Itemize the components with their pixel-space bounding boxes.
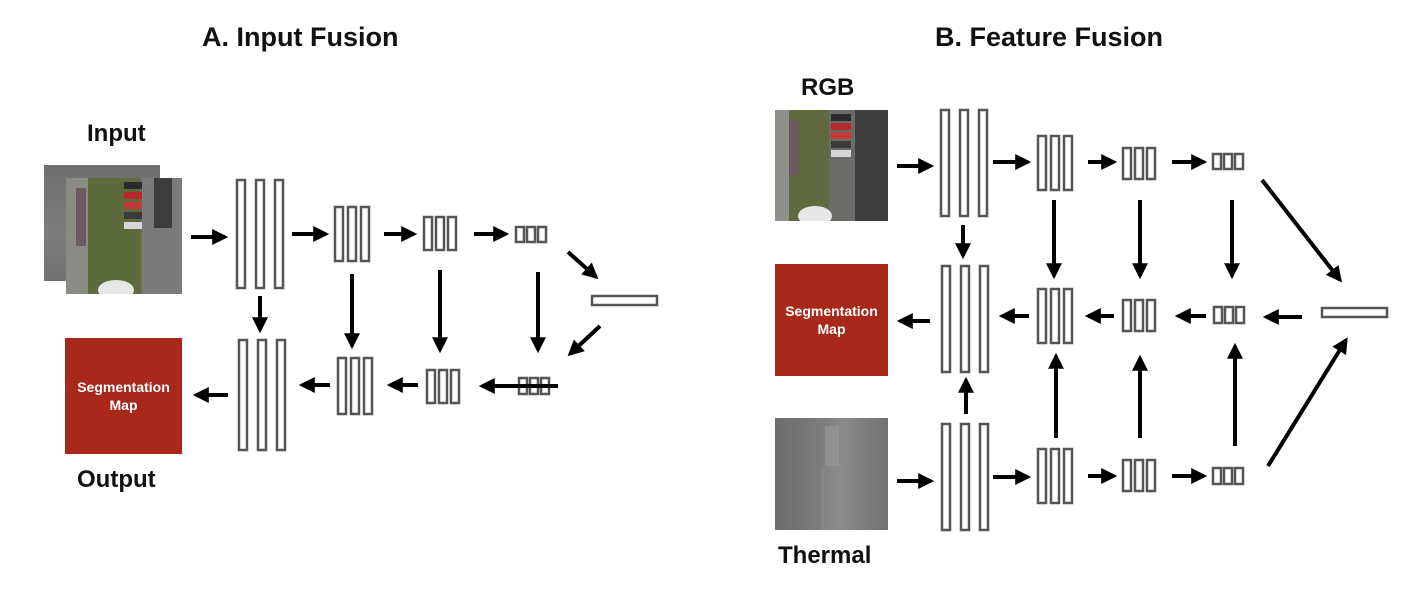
feature-block-b-rgb-1 <box>939 108 989 218</box>
feature-bar <box>425 368 437 405</box>
feature-bar <box>978 264 990 374</box>
input-label: Input <box>87 120 146 147</box>
feature-block-b-th-2 <box>1036 447 1074 505</box>
feature-block-b-rgb-4 <box>1211 152 1245 171</box>
thermal-picture <box>821 426 843 530</box>
feature-bar <box>1211 466 1223 486</box>
feature-block-b-th-1 <box>940 422 990 532</box>
feature-block-b-rgb-3 <box>1121 146 1157 181</box>
rgb-label: RGB <box>801 74 855 101</box>
feature-bar <box>333 205 345 263</box>
feature-block-a-enc-4 <box>514 225 548 244</box>
feature-bar <box>1234 305 1246 325</box>
feature-bar <box>359 205 371 263</box>
feature-bar <box>275 338 287 452</box>
feature-block-b-dec-2 <box>1036 287 1074 345</box>
feature-bar <box>273 178 285 290</box>
feature-bar <box>1222 466 1234 486</box>
feature-block-b-th-4 <box>1211 466 1245 486</box>
feature-bar <box>1233 152 1245 171</box>
input-rgb-image <box>66 178 182 294</box>
feature-bar <box>437 368 449 405</box>
panel-b-title: B. Feature Fusion <box>935 22 1164 52</box>
feature-block-b-dec-1 <box>940 264 990 374</box>
feature-bar <box>256 338 268 452</box>
feature-bar <box>525 225 537 244</box>
feature-bar <box>1133 458 1145 493</box>
feature-bar <box>237 338 249 452</box>
feature-bar <box>514 225 526 244</box>
feature-bar <box>940 264 952 374</box>
feature-bar <box>235 178 247 290</box>
feature-bar <box>434 215 446 252</box>
flow-arrow <box>566 250 599 280</box>
feature-bar <box>1049 134 1061 192</box>
panel-a-title: A. Input Fusion <box>202 22 399 52</box>
feature-bar <box>336 356 348 416</box>
feature-bar <box>536 225 548 244</box>
feature-bar <box>1145 458 1157 493</box>
aerial-rgb-picture-b <box>775 110 888 221</box>
feature-bar <box>1222 152 1234 171</box>
segmentation-map-b-label: Segmentation Map <box>785 303 878 337</box>
feature-bar <box>1049 447 1061 505</box>
bottleneck-a-bottleneck <box>590 294 659 307</box>
segmentation-map-b: Segmentation Map <box>775 264 888 376</box>
feature-bar <box>1145 146 1157 181</box>
feature-block-b-dec-4 <box>1212 305 1246 325</box>
feature-bar <box>1133 146 1145 181</box>
feature-bar <box>346 205 358 263</box>
feature-bar <box>1036 287 1048 345</box>
feature-bar <box>446 215 458 252</box>
feature-bar <box>1121 298 1133 333</box>
feature-bar <box>449 368 461 405</box>
feature-bar <box>254 178 266 290</box>
segmentation-map-a: Segmentation Map <box>65 338 182 454</box>
feature-bar <box>977 108 989 218</box>
thermal-label: Thermal <box>778 542 872 569</box>
feature-block-a-enc-3 <box>422 215 458 252</box>
feature-bar <box>959 264 971 374</box>
feature-bar <box>1145 298 1157 333</box>
feature-block-b-dec-3 <box>1121 298 1157 333</box>
feature-bar <box>1036 134 1048 192</box>
feature-bar <box>1062 134 1074 192</box>
feature-bar <box>978 422 990 532</box>
feature-bar <box>959 422 971 532</box>
flow-arrow <box>567 324 602 357</box>
feature-block-a-dec-3 <box>425 368 461 405</box>
flow-arrow <box>1266 337 1348 468</box>
thermal-image <box>775 418 888 530</box>
feature-bar <box>1062 447 1074 505</box>
feature-bar <box>1036 447 1048 505</box>
feature-bar <box>1211 152 1223 171</box>
flow-arrow <box>1260 178 1342 283</box>
feature-block-a-dec-1 <box>237 338 287 452</box>
aerial-rgb-picture <box>66 178 182 294</box>
feature-block-a-enc-1 <box>235 178 285 290</box>
feature-bar <box>1133 298 1145 333</box>
feature-bar <box>349 356 361 416</box>
feature-bar <box>362 356 374 416</box>
feature-bar <box>940 422 952 532</box>
bottleneck-b-bottleneck <box>1320 306 1389 319</box>
segmentation-map-a-label: Segmentation Map <box>77 379 170 413</box>
feature-bar <box>1049 287 1061 345</box>
feature-bar <box>1062 287 1074 345</box>
feature-block-b-rgb-2 <box>1036 134 1074 192</box>
feature-bar <box>1223 305 1235 325</box>
rgb-image <box>775 110 888 221</box>
feature-bar <box>1121 146 1133 181</box>
feature-block-a-dec-2 <box>336 356 374 416</box>
feature-bar <box>422 215 434 252</box>
output-label: Output <box>77 466 156 493</box>
feature-bar <box>958 108 970 218</box>
feature-bar <box>939 108 951 218</box>
feature-bar <box>1233 466 1245 486</box>
feature-bar <box>1212 305 1224 325</box>
feature-bar <box>1121 458 1133 493</box>
feature-block-a-enc-2 <box>333 205 371 263</box>
feature-block-b-th-3 <box>1121 458 1157 493</box>
